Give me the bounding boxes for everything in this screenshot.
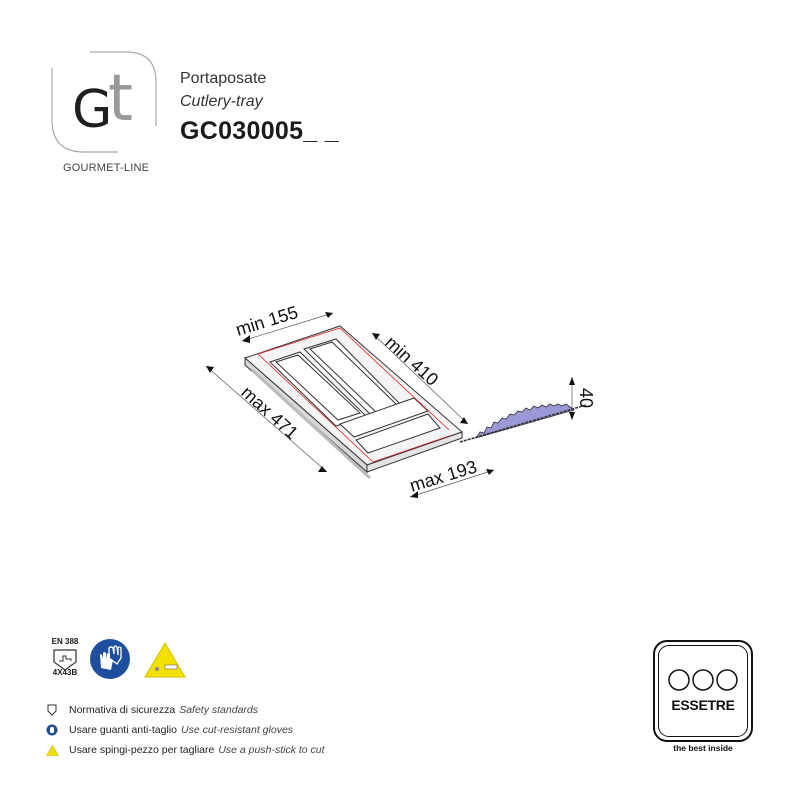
en388-rating: 4X43B [52,668,78,677]
essetre-logo-inner-frame [658,645,748,737]
product-name-english: Cutlery-tray [180,93,263,110]
push-stick-warning-icon [45,744,59,756]
gourmet-line-logo-frame [51,51,157,153]
dim-width-min: min 155 [233,302,300,340]
gloves-icon [90,639,130,679]
logo-letter-g: G [72,80,112,140]
product-name-italian: Portaposate [180,70,267,87]
en388-label: EN 388 [51,637,79,646]
dim-width-max: max 193 [407,457,479,496]
en388-shield-icon [45,704,59,716]
maker-tagline: the best inside [673,743,733,753]
en388-badge: EN 388 4X43B [48,637,82,677]
line-name: GOURMET-LINE [63,162,150,174]
product-code: GC030005_ _ [180,117,339,145]
push-stick-warning-icon [144,642,186,678]
en388-shield-icon [53,649,77,671]
gloves-icon [45,724,59,736]
logo-letter-t: t [108,62,134,136]
essetre-logo: ESSETRE [653,640,753,742]
cutlery-tray-drawing: min 155 min 410 max 471 max 193 40 [205,302,596,498]
three-circles-icon [668,669,738,691]
dim-height: 40 [576,388,596,408]
maker-name: ESSETRE [671,697,735,713]
